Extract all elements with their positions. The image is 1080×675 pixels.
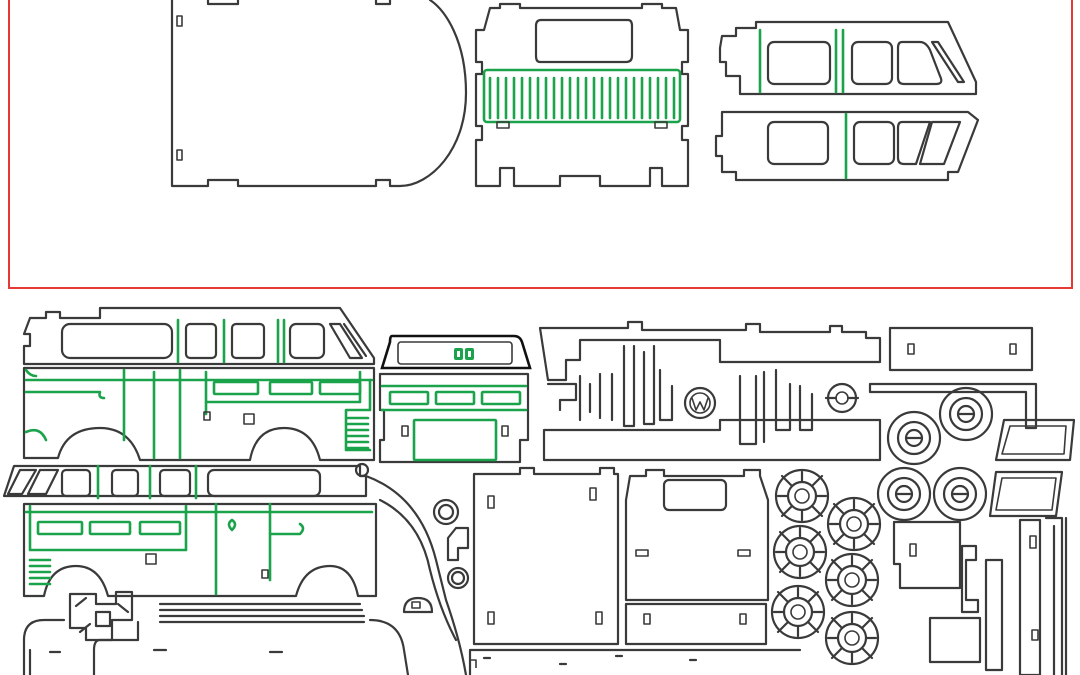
small-plate-top-right (868, 326, 1038, 430)
body-side-b (22, 502, 378, 598)
highlight-frame (8, 0, 1073, 289)
side-strip-b (2, 464, 368, 500)
hubcap-5 (770, 584, 826, 640)
floor-plate (472, 466, 620, 646)
rear-panel (474, 2, 690, 188)
bottom-left-parts (22, 590, 434, 675)
wheel-3 (876, 466, 932, 522)
side-strip-a (22, 306, 376, 366)
side-window-strip-lower (714, 110, 980, 182)
wheel-1 (886, 410, 942, 466)
axle-parts (892, 516, 1068, 675)
lower-floor-strip (468, 648, 802, 675)
hubcap-6 (824, 610, 880, 666)
side-window-strip-upper (718, 20, 978, 96)
highlighted-parts-region (8, 0, 1073, 289)
wheel-4 (932, 466, 988, 522)
hubcap-2 (826, 496, 882, 552)
hubcap-1 (774, 468, 830, 524)
front-panel (378, 334, 532, 464)
rear-grille-etch (488, 76, 676, 120)
roof-panel (170, 0, 468, 188)
curved-support (354, 462, 470, 675)
wheel-2 (938, 386, 994, 442)
wheel-cluster-upper (876, 386, 994, 522)
hubcap-4 (824, 552, 880, 608)
body-side-a (22, 366, 376, 462)
hubcap-cluster (770, 468, 882, 666)
windshield-frames (988, 418, 1076, 518)
chassis-rails (538, 320, 882, 462)
front-body-panel (624, 468, 770, 646)
hubcap-3 (772, 524, 828, 580)
